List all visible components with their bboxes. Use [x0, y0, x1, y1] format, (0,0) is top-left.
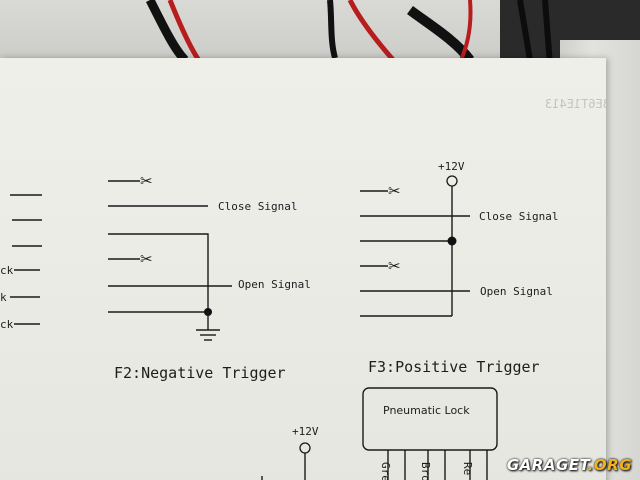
f3-diagram: +12V ✂ Close Signal ✂ Open Signal F3:Pos…	[360, 160, 558, 376]
black-cable-4	[517, 0, 553, 66]
f2-open-label: Open Signal	[238, 278, 311, 291]
f3-open-label: Open Signal	[480, 285, 553, 298]
wire-label-red: Re	[461, 462, 474, 475]
wire-label-green: Gre	[379, 462, 392, 480]
black-cable	[145, 0, 189, 64]
black-cable-3	[407, 5, 474, 64]
scissors-icon-2: ✂	[140, 250, 153, 268]
red-cable	[167, 0, 203, 64]
trigger-wire	[108, 233, 209, 312]
black-cable-2	[327, 0, 338, 59]
bottom-supply-label: +12V	[292, 425, 319, 438]
f3-supply-label: +12V	[438, 160, 465, 173]
left-partial-diagram: ck k ck	[0, 194, 42, 331]
f2-diagram: ✂ Close Signal ✂ Open Signal F2:Negative…	[108, 172, 311, 382]
wire-label-brown: Brov	[419, 462, 432, 480]
scissors-icon-4: ✂	[388, 257, 401, 275]
pneumatic-lock-diagram: +12V Pneumatic Lock Gre Brov Re	[261, 387, 498, 480]
f3-caption: F3:Positive Trigger	[368, 358, 540, 376]
pneumatic-lock-box	[362, 387, 498, 451]
bottom-supply-terminal-icon	[299, 442, 311, 454]
red-cable-3	[458, 0, 473, 63]
f3-close-label: Close Signal	[479, 210, 558, 223]
scissors-icon-3: ✂	[388, 182, 401, 200]
pin-label-1: ck	[0, 264, 14, 277]
site-watermark: GARAGET.ORG	[507, 456, 632, 474]
pin-label-2: k	[0, 291, 7, 304]
supply-terminal-icon	[446, 175, 458, 187]
wiring-diagrams: 3E6T1E413 ck k ck ✂ Close Signal	[0, 97, 606, 480]
watermark-suffix: .ORG	[587, 456, 632, 474]
f2-close-label: Close Signal	[218, 200, 297, 213]
f3-junction-dot	[447, 236, 457, 246]
scissors-icon: ✂	[140, 172, 153, 190]
pneumatic-lock-label: Pneumatic Lock	[383, 404, 470, 417]
manual-page: 3E6T1E413 ck k ck ✂ Close Signal	[0, 58, 606, 480]
watermark-main: GARAGET	[506, 456, 588, 474]
ghost-text: 3E6T1E413	[545, 97, 606, 111]
pin-label-3: ck	[0, 318, 14, 331]
red-cable-2	[347, 0, 397, 64]
f2-caption: F2:Negative Trigger	[114, 364, 286, 382]
